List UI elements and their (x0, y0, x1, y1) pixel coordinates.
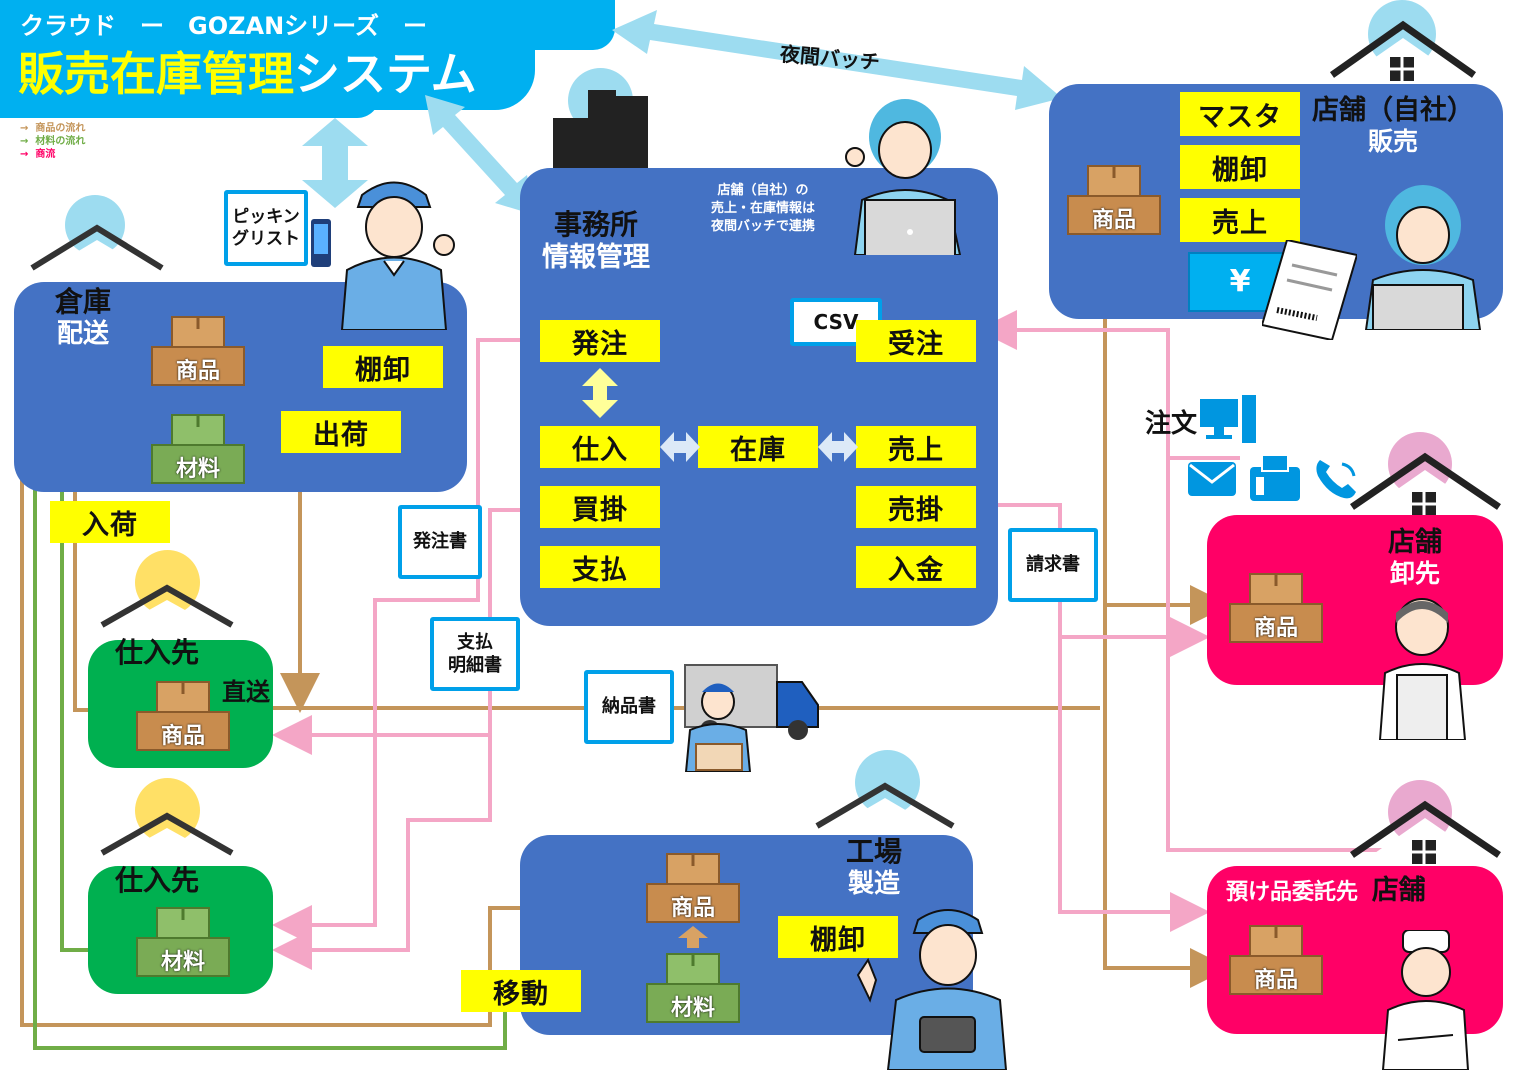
supplier2-house-icon (100, 778, 235, 858)
warehouse-ship-label: 出荷 (281, 411, 401, 453)
direct-shipping-label: 直送 (222, 678, 270, 706)
store-own-title: 店舗（自社） 販売 (1312, 95, 1474, 157)
supplier1-goods-box: 商品 (135, 680, 231, 752)
lr-arrow-icon-1 (660, 432, 700, 462)
lr-arrow-icon-2 (818, 432, 858, 462)
store-consign-goods-box: 商品 (1228, 924, 1324, 996)
warehouse-material-box: 材料 (150, 413, 246, 485)
warehouse-inventory-label: 棚卸 (323, 346, 443, 388)
store-inventory-label: 棚卸 (1180, 145, 1300, 189)
purchase-order-document: 発注書 (398, 505, 482, 579)
mail-icon (1188, 462, 1236, 496)
commerce-flow-receivable (975, 503, 1210, 932)
updown-arrow-icon (582, 368, 618, 418)
office-staff-illustration (845, 99, 962, 255)
factory-material-box: 材料 (645, 952, 741, 1024)
factory-move-label: 移動 (461, 970, 581, 1012)
supplier2-title: 仕入先 (115, 864, 200, 897)
wholesale-staff-illustration (1378, 598, 1467, 740)
commerce-flow-order-to-supplier (272, 338, 540, 945)
store-wholesale-goods-box: 商品 (1228, 572, 1324, 644)
receivable-label: 売掛 (856, 486, 976, 528)
deposit-label: 入金 (856, 546, 976, 588)
up-arrow-icon (678, 926, 708, 948)
order-place-label: 発注 (540, 320, 660, 362)
delivery-truck-illustration (684, 664, 819, 772)
supplier1-title: 仕入先 (115, 636, 200, 669)
store-master-label: マスタ (1180, 92, 1300, 136)
receipt-icon (1262, 240, 1357, 340)
header-banner: クラウド ー GOZANシリーズ ー 販売在庫管理システム (0, 0, 620, 118)
header-title: 販売在庫管理システム (18, 38, 477, 104)
header-title-system: システム (294, 47, 477, 101)
legend-item-materials: → 材料の流れ (20, 136, 86, 147)
legend: → 商品の流れ → 材料の流れ → 商流 (20, 122, 85, 161)
order-receive-label: 受注 (856, 320, 976, 362)
commerce-flow-payable-2 (272, 700, 492, 970)
double-arrow-cloud-warehouse (302, 118, 368, 208)
factory-worker-illustration (856, 909, 1008, 1070)
legend-item-goods: → 商品の流れ (20, 123, 86, 134)
double-arrow-night-batch (612, 10, 1062, 110)
store-consign-house-icon (1348, 780, 1503, 870)
fax-icon (1250, 455, 1300, 501)
double-arrow-cloud-office (425, 95, 535, 215)
store-own-house-icon (1328, 0, 1478, 95)
store-own-goods-box: 商品 (1066, 164, 1162, 236)
factory-goods-box: 商品 (645, 852, 741, 924)
store-wholesale-house-icon (1348, 432, 1503, 522)
order-label: 注文 (1145, 409, 1198, 439)
payment-label: 支払 (540, 546, 660, 588)
store-staff-illustration (1364, 185, 1482, 330)
payment-statement-document: 支払 明細書 (430, 617, 520, 691)
chef-staff-illustration (1381, 930, 1470, 1070)
office-title: 事務所 情報管理 (542, 208, 650, 273)
supplier2-material-box: 材料 (135, 906, 231, 978)
store-consign-title: 預け品委託先 店舗 (1226, 875, 1426, 906)
phone-icon (1316, 460, 1356, 499)
yen-symbol: ¥ (1229, 264, 1251, 299)
office-note: 店舗（自社）の 売上・在庫情報は 夜間バッチで連携 (710, 183, 815, 234)
factory-house-icon (815, 750, 955, 835)
smartphone-icon (311, 219, 331, 267)
header-title-main: 販売在庫管理 (18, 47, 294, 101)
store-sales-label: 売上 (1180, 198, 1300, 242)
supplier1-house-icon (100, 550, 235, 630)
warehouse-worker-illustration (340, 181, 455, 330)
delivery-note-document: 納品書 (584, 670, 674, 744)
factory-title: 工場 製造 (846, 835, 903, 899)
warehouse-title: 倉庫 配送 (55, 285, 112, 349)
warehouse-house-icon (30, 195, 165, 275)
purchase-label: 仕入 (540, 426, 660, 468)
sales-label: 売上 (856, 426, 976, 468)
warehouse-goods-box: 商品 (150, 315, 246, 387)
store-wholesale-title: 店舗 卸先 (1388, 527, 1442, 589)
computer-icon (1200, 395, 1256, 443)
invoice-document: 請求書 (1008, 528, 1098, 602)
legend-item-commerce: → 商流 (20, 149, 56, 160)
commerce-flow-order-in (977, 310, 1400, 852)
payable-label: 買掛 (540, 486, 660, 528)
header-subtitle: クラウド ー GOZANシリーズ ー (20, 12, 427, 40)
goods-flow-to-consign (1103, 600, 1230, 988)
stock-label: 在庫 (698, 426, 818, 468)
factory-inventory-label: 棚卸 (778, 916, 898, 958)
warehouse-receive-label: 入荷 (50, 501, 170, 543)
picking-list-document: ピッキン グリスト (224, 190, 308, 266)
